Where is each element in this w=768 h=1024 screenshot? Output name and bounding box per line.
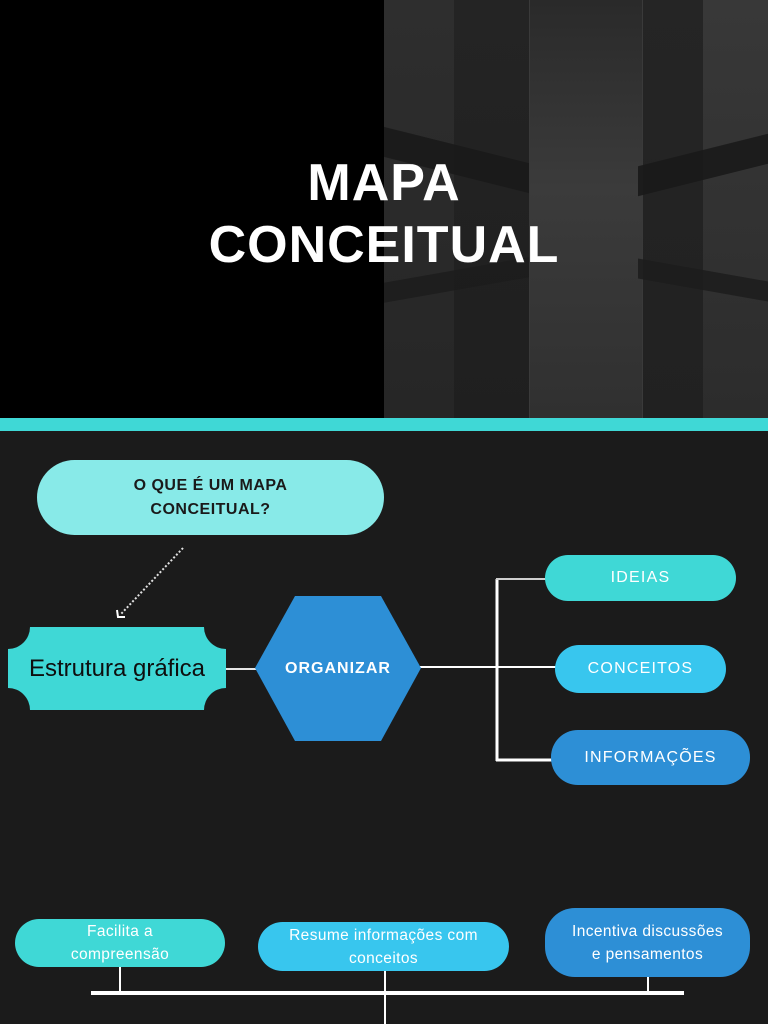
hero-banner: MAPA CONCEITUAL <box>0 0 768 418</box>
benefit-node-incentiva: Incentiva discussões e pensamentos <box>545 908 750 977</box>
benefit-text-line: conceitos <box>348 949 419 967</box>
dotted-arrow-line <box>120 547 184 615</box>
branch-label: INFORMAÇÕES <box>584 748 717 766</box>
benefit-text-line: e pensamentos <box>591 945 704 963</box>
branch-node-informacoes: INFORMAÇÕES <box>551 730 750 785</box>
question-line-1: O QUE É UM MAPA <box>133 476 288 494</box>
question-node: O QUE É UM MAPA CONCEITUAL? <box>37 460 384 535</box>
branch-node-conceitos: CONCEITOS <box>555 645 726 693</box>
title-line-2: CONCEITUAL <box>208 216 560 274</box>
benefit-text-line: Facilita a <box>86 923 153 940</box>
page-title: MAPA CONCEITUAL <box>0 152 768 276</box>
ticket-shape-icon <box>8 627 226 710</box>
benefit-text-line: Resume informações com <box>289 926 478 944</box>
definition-label: Estrutura gráfica <box>28 654 206 682</box>
definition-node: Estrutura gráfica <box>8 627 226 710</box>
benefit-node-facilita: Facilita a compreensão <box>15 919 225 967</box>
branch-label: IDEIAS <box>610 569 671 586</box>
central-node: ORGANIZAR <box>255 596 421 741</box>
building-facade-right <box>703 0 768 418</box>
benefit-text-line: compreensão <box>70 946 170 963</box>
building-facade-left-inner <box>454 0 530 418</box>
hexagon-shape-icon <box>255 596 421 741</box>
central-node-label: ORGANIZAR <box>285 659 391 677</box>
building-photo <box>384 0 768 418</box>
branch-label: CONCEITOS <box>587 660 694 677</box>
building-facade-left <box>384 0 454 418</box>
question-line-2: CONCEITUAL? <box>150 500 271 518</box>
building-facade-right-inner <box>642 0 703 418</box>
title-line-1: MAPA <box>307 154 461 212</box>
arrow-head-icon <box>116 609 125 618</box>
benefit-text-line: Incentiva discussões <box>571 922 724 940</box>
branch-node-ideias: IDEIAS <box>545 555 736 601</box>
benefit-node-resume: Resume informações com conceitos <box>258 922 509 971</box>
accent-divider <box>0 418 768 431</box>
